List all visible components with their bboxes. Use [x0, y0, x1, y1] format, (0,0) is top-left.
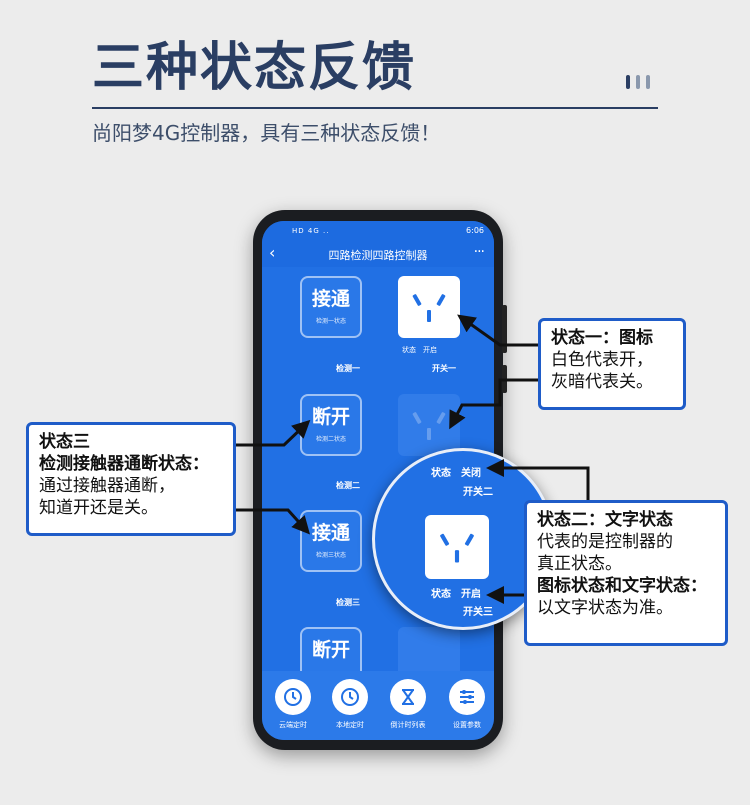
- callout-state2-line1: 代表的是控制器的: [537, 532, 673, 552]
- tab-label: 本地定时: [336, 721, 364, 729]
- zoom-state-bottom: 状态 开启: [431, 589, 481, 600]
- detect-status-sub: 检测二状态: [315, 436, 346, 443]
- socket-icon-zoom: [425, 515, 489, 579]
- phone-side-button: [502, 305, 507, 353]
- page-title: 三种状态反馈: [92, 38, 417, 98]
- callout-state2-title: 状态二：文字状态: [537, 510, 673, 530]
- callout-state2-line3: 图标状态和文字状态：: [537, 576, 707, 596]
- callout-state1-line2: 灰暗代表关。: [551, 372, 653, 392]
- socket-icon-1[interactable]: [398, 276, 460, 338]
- check-label-2: 检测二: [336, 481, 360, 490]
- detect-status-text: 断开: [311, 406, 350, 428]
- page-subtitle: 尚阳梦4G控制器，具有三种状态反馈！: [92, 121, 441, 145]
- tab-label: 云端定时: [279, 721, 307, 729]
- header-divider: [92, 107, 658, 109]
- sliders-icon: [460, 690, 474, 704]
- cloud-timer-button[interactable]: [275, 679, 311, 715]
- detect-status-card-2[interactable]: 断开 检测二状态: [300, 394, 362, 456]
- detect-status-text: 断开: [311, 639, 350, 661]
- callout-state3-line1: 检测接触器通断状态：: [39, 454, 209, 474]
- zoom-state-top: 状态 关闭: [431, 468, 481, 479]
- app-bar: ‹ 四路检测四路控制器 ···: [262, 241, 494, 267]
- clock-icon: [284, 688, 302, 706]
- tab-label: 设置参数: [453, 721, 481, 729]
- bottom-tab-bar: 云端定时 本地定时 倒计时列表 设置参数: [262, 671, 494, 740]
- callout-state3-title: 状态三: [39, 432, 90, 452]
- countdown-list-button[interactable]: [390, 679, 426, 715]
- callout-state1-line1: 白色代表开，: [551, 350, 653, 370]
- socket-state-label: 状态 开启: [402, 346, 437, 354]
- check-label-3: 检测三: [336, 598, 360, 607]
- zoom-switch-bottom: 开关三: [463, 607, 493, 618]
- detect-status-text: 接通: [311, 288, 350, 310]
- more-icon[interactable]: ···: [473, 244, 485, 260]
- zoom-switch-top: 开关二: [463, 487, 493, 498]
- magnifier-zoom: 状态 关闭 开关二 状态 开启 开关三: [372, 448, 554, 630]
- callout-state3: 状态三 检测接触器通断状态： 通过接触器通断， 知道开还是关。: [26, 422, 236, 536]
- back-icon[interactable]: ‹: [269, 243, 276, 262]
- callout-state3-line3: 知道开还是关。: [39, 498, 158, 518]
- callout-state2-line4: 以文字状态为准。: [537, 598, 673, 618]
- detect-status-text: 接通: [311, 522, 350, 544]
- status-bar-time: 6:06: [466, 226, 484, 235]
- decorative-bars: [626, 74, 656, 93]
- hourglass-icon: [402, 689, 414, 705]
- detect-status-sub: 检测一状态: [315, 318, 346, 325]
- detect-status-card-1[interactable]: 接通 检测一状态: [300, 276, 362, 338]
- callout-state1: 状态一：图标 白色代表开， 灰暗代表关。: [538, 318, 686, 410]
- tab-label: 倒计时列表: [390, 721, 426, 729]
- callout-state3-line2: 通过接触器通断，: [39, 476, 175, 496]
- switch-label-1: 开关一: [432, 364, 456, 373]
- status-bar-left: HD 4G ..: [292, 227, 330, 235]
- callout-state1-title: 状态一：图标: [551, 328, 653, 348]
- status-bar: HD 4G .. 6:06: [262, 221, 494, 241]
- clock-icon: [341, 688, 359, 706]
- detect-status-sub: 检测三状态: [315, 552, 346, 559]
- app-title: 四路检测四路控制器: [328, 249, 428, 262]
- callout-state2-line2: 真正状态。: [537, 554, 622, 574]
- local-timer-button[interactable]: [332, 679, 368, 715]
- callout-state2: 状态二：文字状态 代表的是控制器的 真正状态。 图标状态和文字状态： 以文字状态…: [524, 500, 728, 646]
- check-label-1: 检测一: [336, 364, 360, 373]
- settings-button[interactable]: [449, 679, 485, 715]
- detect-status-card-3[interactable]: 接通 检测三状态: [300, 510, 362, 572]
